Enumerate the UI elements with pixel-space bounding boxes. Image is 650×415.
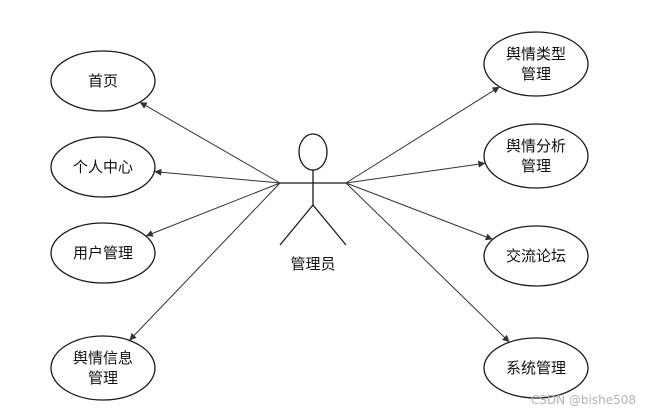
watermark: CSDN @bishe508 [530, 393, 636, 407]
use-case-ellipse [50, 222, 156, 284]
association-profile [154, 168, 281, 184]
use-case-label: 舆情类型 [506, 45, 566, 63]
use-case-label: 首页 [88, 72, 118, 90]
association-system-management [345, 182, 510, 343]
use-case-ellipse [483, 337, 589, 399]
use-case-home: 首页 [50, 50, 156, 112]
use-case-forum: 交流论坛 [483, 225, 589, 287]
use-case-ellipse [483, 123, 589, 189]
use-case-label: 用户管理 [73, 244, 133, 262]
use-case-ellipse [50, 335, 156, 401]
use-case-label: 舆情分析 [506, 137, 566, 155]
use-case-system-management: 系统管理 [483, 337, 589, 399]
use-case-ellipse [50, 136, 156, 198]
use-case-ellipse [50, 50, 156, 112]
use-case-label: 舆情信息 [73, 349, 133, 367]
use-case-label: 个人中心 [73, 158, 133, 176]
actor-right-leg [312, 204, 347, 246]
use-case-ellipse [483, 225, 589, 287]
use-case-ellipse [483, 31, 589, 97]
association-opinion-analysis-management [345, 160, 486, 184]
use-case-label: 系统管理 [506, 359, 566, 377]
association-opinion-type-management [345, 86, 500, 184]
use-case-label: 管理 [521, 65, 551, 83]
association-opinion-info-management [129, 182, 281, 341]
association-forum [345, 182, 493, 241]
use-case-label: 管理 [88, 369, 118, 387]
actor-left-leg [279, 204, 314, 246]
use-case-user-management: 用户管理 [50, 222, 156, 284]
use-case-label: 交流论坛 [506, 247, 566, 265]
association-user-management [145, 182, 281, 237]
actor-head [298, 133, 328, 171]
association-lines [129, 86, 510, 343]
actor-label: 管理员 [290, 255, 335, 273]
association-home [139, 101, 281, 184]
actor-admin: 管理员 [279, 133, 347, 273]
use-case-label: 管理 [521, 157, 551, 175]
use-case-profile: 个人中心 [50, 136, 156, 198]
